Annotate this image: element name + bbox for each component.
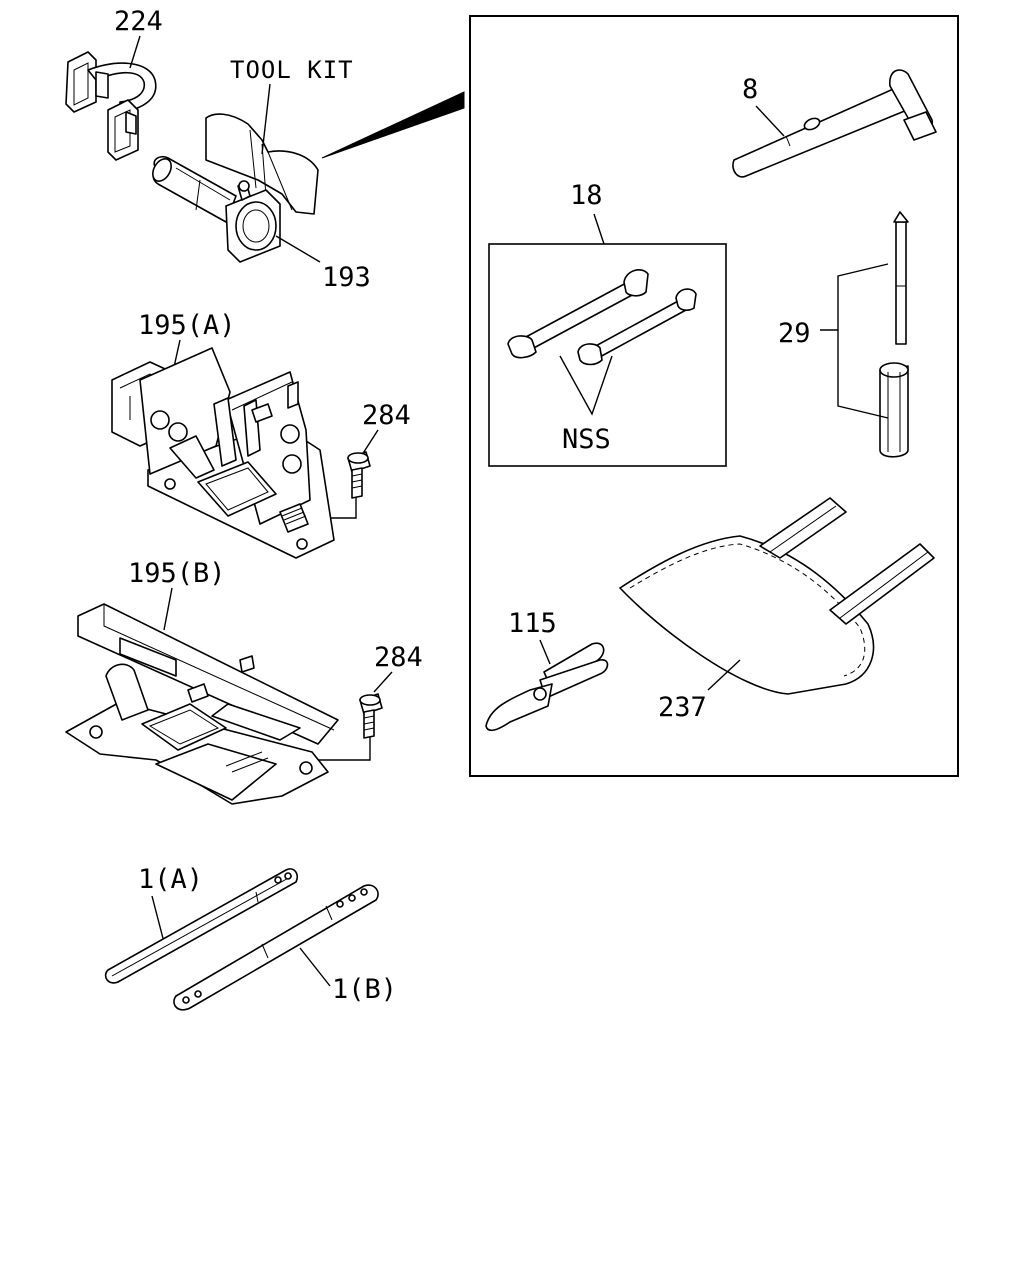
label-195a: 195(A): [138, 310, 236, 341]
label-195b: 195(B): [128, 558, 226, 589]
tool-kit-jack-part: [152, 113, 319, 263]
label-29: 29: [778, 318, 811, 349]
tool-kit-pointer: [321, 91, 465, 159]
pliers-part: [485, 642, 609, 732]
screwdriver-leader: [820, 263, 889, 419]
label-224: 224: [114, 6, 163, 37]
label-284-lower: 284: [374, 642, 423, 673]
nss-leader: [559, 355, 613, 416]
label-115: 115: [508, 608, 557, 639]
tool-bag-part: [619, 497, 935, 695]
bag-pointer-18: [593, 213, 605, 245]
bolt-284-lower: [359, 693, 383, 739]
label-284-upper: 284: [362, 400, 411, 431]
label-8: 8: [742, 74, 758, 105]
label-1a: 1(A): [138, 864, 203, 895]
screwdriver-part: [879, 211, 909, 458]
spanner-large-part: [507, 269, 649, 359]
label-237: 237: [658, 692, 707, 723]
strap-part: [65, 51, 157, 161]
wrench-set-box: [488, 243, 727, 467]
label-18: 18: [570, 180, 603, 211]
bar-1a-part: [104, 868, 299, 984]
bar-1b-part: [173, 884, 379, 1011]
pliers-leader: [539, 639, 551, 665]
label-1b: 1(B): [332, 974, 397, 1005]
label-tool-kit: TOOL KIT: [230, 56, 354, 84]
tool-kit-box: [469, 15, 959, 777]
bolt-284-upper: [347, 451, 371, 499]
label-nss: NSS: [562, 424, 611, 455]
wrench-pointer-8: [755, 105, 785, 137]
tool-bag-leader: [707, 659, 741, 691]
spanner-small-part: [577, 288, 697, 366]
label-193: 193: [322, 262, 371, 293]
wheel-wrench-part: [732, 69, 937, 178]
bracket-195b-part: [65, 603, 339, 805]
bracket-195a-part: [111, 347, 335, 559]
